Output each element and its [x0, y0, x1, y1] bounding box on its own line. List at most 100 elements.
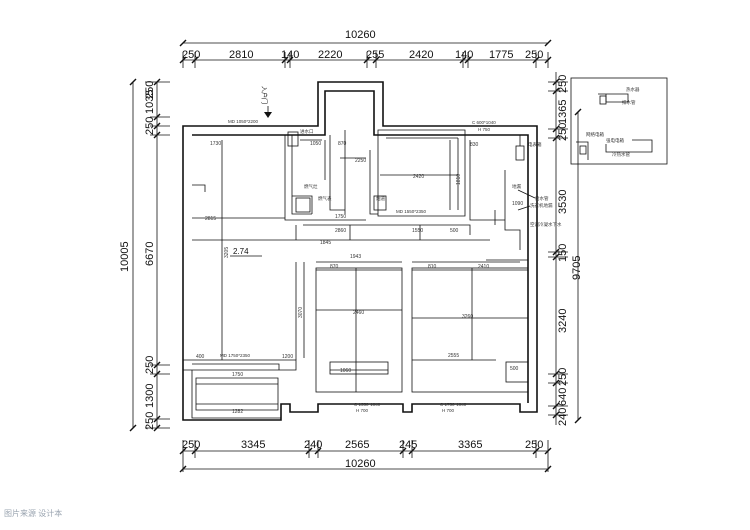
- right-dim-3: 250: [557, 123, 569, 141]
- left-dim-4: 6670: [144, 242, 156, 266]
- top-dim-7: 140: [455, 49, 473, 61]
- top-dim-1: 250: [182, 49, 200, 61]
- pipe2-label: 排水管: [622, 99, 636, 106]
- top-dim-9: 250: [525, 49, 543, 61]
- bottom-dim-5: 245: [399, 439, 417, 451]
- inner-dim-9: 2860: [335, 228, 346, 234]
- inner-dim-2: 1050: [310, 141, 321, 147]
- watermark: 图片来源 设计本: [4, 508, 62, 518]
- elec-box-label: 强电电箱: [606, 137, 624, 144]
- window-top-h-label: H 750: [478, 127, 491, 132]
- right-dim-8: 640: [557, 388, 569, 406]
- inner-dim-25: 1090: [512, 201, 523, 207]
- left-dim-2: 250: [144, 117, 156, 135]
- window-br-h-label: H 700: [442, 408, 455, 413]
- inset-detail: 热水器 排水管 网络电箱 强电电箱 冷热水管: [570, 77, 668, 165]
- top-total-dim: 10260: [345, 29, 376, 41]
- inner-dim-20: 3070: [298, 307, 304, 318]
- floor-drain-label: 洗衣机地漏: [530, 202, 553, 209]
- upper-rooms: [192, 129, 528, 261]
- inner-dim-12: 1845: [320, 240, 331, 246]
- inner-dim-15: 1943: [350, 254, 361, 260]
- pipe1-label: 给水管: [535, 195, 549, 202]
- right-dim-7: 250: [557, 368, 569, 386]
- right-dim-4: 3530: [557, 190, 569, 214]
- inner-dim-16: 810: [428, 264, 437, 270]
- inner-dim-1: 1730: [210, 141, 221, 147]
- left-dim-5: 250: [144, 356, 156, 374]
- inner-dim-14: 870: [330, 264, 339, 270]
- bottom-dim-4: 2565: [345, 439, 369, 451]
- area-label: 2.74: [233, 247, 249, 256]
- left-dim-6: 1300: [144, 384, 156, 408]
- bottom-dim-6: 3365: [458, 439, 482, 451]
- bottom-dim-3: 240: [304, 439, 322, 451]
- window-bl-h-label: H 700: [356, 408, 369, 413]
- pipe3-label: 冷热水管: [612, 151, 630, 158]
- inner-dim-13: 3205: [224, 247, 230, 258]
- window-top-label: C 600*1040: [472, 120, 496, 125]
- gas-meter-label: 燃气表: [318, 195, 332, 202]
- right-dim-1: 250: [557, 75, 569, 93]
- water-inlet-label: 进水口: [300, 128, 314, 135]
- right-dimensions: 250 1365 250 3530 150 3240 250 640 240 9…: [548, 72, 583, 426]
- heater-label: 热水器: [626, 86, 640, 93]
- walls: [182, 81, 538, 421]
- inner-dim-22: 2555: [448, 353, 459, 359]
- top-dim-3: 140: [281, 49, 299, 61]
- md-top-label: MD 1050*2200: [228, 119, 259, 124]
- right-total-dim: 9705: [571, 256, 583, 280]
- right-dim-2: 1365: [557, 100, 569, 124]
- equipment: 电表箱 给水管 洗衣机地漏 空调冷凝水下水 地漏: [512, 141, 562, 228]
- left-total-dim: 10005: [119, 241, 131, 272]
- openings: 入户门 MD 1050*2200 C 600*1040 H 750 MD 155…: [220, 86, 496, 413]
- top-dim-8: 1775: [489, 49, 513, 61]
- top-dimensions: 10260 250 2810 140 2220 255 2420 140 177…: [179, 29, 552, 68]
- inner-dim-11: 500: [450, 228, 459, 234]
- net-box-label: 网络电箱: [586, 131, 604, 138]
- left-dimensions: 10005 1035 250 250 6670 250 1300 250: [119, 78, 170, 432]
- left-dim-7: 250: [144, 412, 156, 430]
- window-bl-label: C 1550*1040: [354, 402, 381, 407]
- inner-dim-27: 400: [196, 354, 205, 360]
- stove-label: 燃气灶: [304, 183, 318, 190]
- entry-door-label: 入户门: [260, 86, 268, 104]
- bottom-dim-7: 250: [525, 439, 543, 451]
- window-br-label: C 1750*1040: [440, 402, 467, 407]
- top-dim-6: 2420: [409, 49, 433, 61]
- inner-dim-21: 1200: [282, 354, 293, 360]
- bottom-total-dim: 10260: [345, 458, 376, 470]
- inner-dim-23: 1750: [232, 372, 243, 378]
- inner-dim-7: 2815: [205, 216, 216, 222]
- inner-dim-10: 1550: [412, 228, 423, 234]
- right-dim-5: 150: [557, 244, 569, 262]
- md-mid-label: MD 1550*2350: [396, 209, 427, 214]
- bedrooms: [295, 261, 529, 393]
- inner-dim-17: 2410: [478, 264, 489, 270]
- inner-dim-19: 3260: [462, 314, 473, 320]
- entry-arrow-icon: [264, 112, 272, 118]
- kitchen: 进水口 燃气灶 燃气表 烟道: [284, 128, 387, 221]
- top-dim-4: 2220: [318, 49, 342, 61]
- bottom-dim-2: 3345: [241, 439, 265, 451]
- right-dim-6: 3240: [557, 309, 569, 333]
- pipe-drop-label: 空调冷凝水下水: [530, 221, 562, 228]
- bottom-dimensions: 250 3345 240 2565 245 3365 250 10260: [179, 439, 552, 473]
- inner-dim-5: 2420: [413, 174, 424, 180]
- inner-dim-8: 1750: [335, 214, 346, 220]
- meter-label: 电表箱: [528, 141, 542, 148]
- top-dim-5: 255: [366, 49, 384, 61]
- left-dim-3: 250: [144, 81, 156, 99]
- inner-dim-6: 1810: [456, 174, 462, 185]
- inner-dim-3: 870: [338, 141, 347, 147]
- md-left-label: MD 1750*2350: [220, 353, 251, 358]
- inner-dim-4: 2250: [355, 158, 366, 164]
- right-dim-9: 240: [557, 408, 569, 426]
- inner-dim-29: 500: [510, 366, 519, 372]
- inner-dim-28: 830: [470, 142, 479, 148]
- inner-dim-24: 1282: [232, 409, 243, 415]
- inner-dim-26: 1060: [340, 368, 351, 374]
- top-dim-2: 2810: [229, 49, 253, 61]
- bottom-dim-1: 250: [182, 439, 200, 451]
